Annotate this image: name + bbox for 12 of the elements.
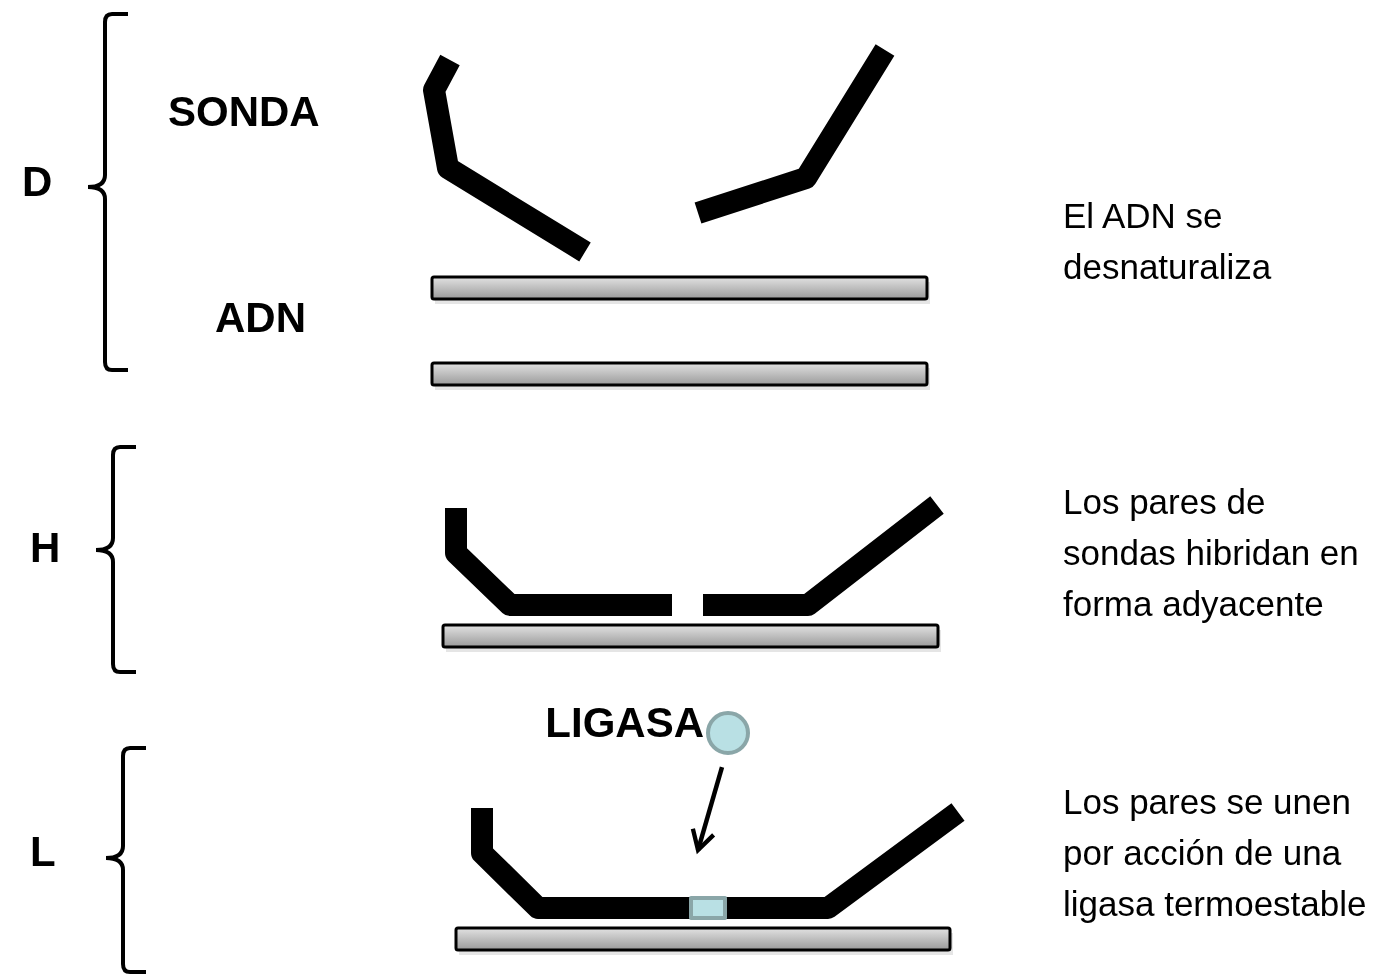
panel-letter: L — [30, 828, 56, 876]
probe-label: SONDA — [168, 88, 320, 136]
panel-letter: H — [30, 524, 61, 572]
arrow — [690, 766, 725, 853]
dna-label: ADN — [215, 294, 306, 342]
enzyme-label: LIGASA — [545, 699, 704, 747]
enzyme-circle — [706, 711, 750, 755]
step-description: Los pares se unen por acción de una ligasa termoestable — [1063, 781, 1368, 925]
step-description: Los pares de sondas hibridan en forma adyacente — [1063, 481, 1360, 625]
panel-letter: D — [22, 158, 53, 206]
step-description: El ADN se desnaturaliza — [1063, 195, 1273, 288]
ligation-site — [689, 896, 727, 920]
